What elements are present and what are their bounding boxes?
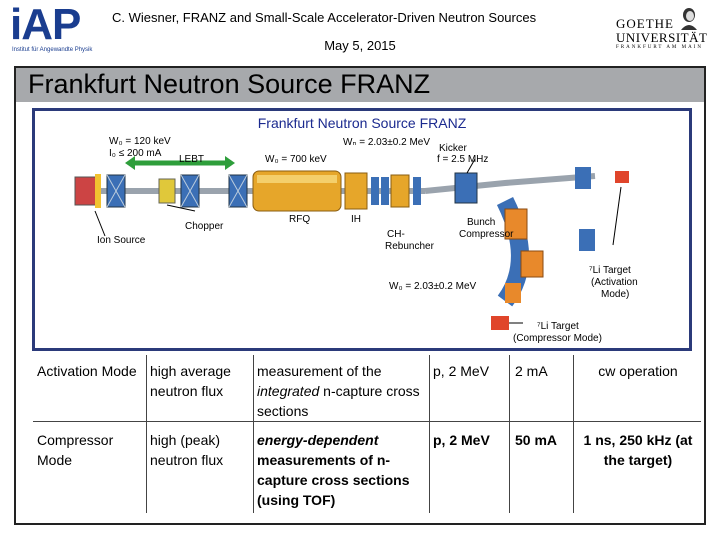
label-ch-rebuncher-2: Rebuncher — [385, 241, 434, 252]
quad-1 — [371, 177, 379, 205]
franz-diagram: Frankfurt Neutron Source FRANZ — [32, 108, 692, 351]
table-sep-3 — [429, 355, 430, 513]
pointer-kicker — [466, 158, 476, 174]
quad-3 — [413, 177, 421, 205]
label-li-target-comp-1: ⁷Li Target — [537, 321, 579, 332]
ch-rebuncher-tank — [390, 174, 410, 208]
ion-source-body — [74, 176, 98, 206]
label-bunch-compressor-1: Bunch — [467, 217, 496, 228]
beamline-illustration — [74, 156, 629, 330]
quad-2 — [381, 177, 389, 205]
label-li-target-act-1: ⁷Li Target — [589, 265, 631, 276]
table-sep-2 — [253, 355, 254, 513]
label-source-params-1: W₀ = 120 keV — [109, 136, 171, 147]
label-ion-source: Ion Source — [97, 235, 146, 246]
lebt-solenoid-1-cross — [106, 174, 126, 208]
goethe-logo-line3: FRANKFURT AM MAIN — [616, 45, 703, 50]
compressor-target — [491, 316, 509, 330]
goethe-logo-line2: UNIVERSITÄT — [616, 30, 708, 45]
chopper-block — [158, 178, 176, 204]
iap-logo-subtext: Institut für Angewandte Physik — [12, 47, 93, 53]
ih-tank — [344, 172, 368, 210]
lebt-arrow-right-head — [225, 156, 235, 170]
label-wb-700: W₀ = 700 keV — [265, 154, 327, 165]
label-frequency: f = 2.5 MHz — [437, 154, 489, 165]
cell-reaction: p, 2 MeV — [433, 432, 490, 448]
compressor-coil-1 — [579, 229, 595, 251]
cell-reaction: p, 2 MeV — [433, 363, 490, 379]
pointer-li-act — [612, 186, 622, 246]
beam-pipe — [75, 188, 425, 194]
cell-measurement-suffix: measurements of n-capture cross sections… — [257, 452, 410, 508]
cell-current: 2 mA — [515, 363, 548, 379]
cell-purpose: high (peak) neutron flux — [150, 432, 224, 468]
lebt-solenoid-3-cross — [228, 174, 248, 208]
pointer-ion-source — [94, 210, 106, 237]
goethe-logo-line1: GOETHE — [616, 16, 674, 31]
cell-measurement: energy-dependent measurements of n-captu… — [257, 430, 429, 510]
compressor-cavity-1 — [504, 208, 528, 240]
slide-title: Frankfurt Neutron Source FRANZ — [28, 69, 431, 99]
cell-mode: Activation Mode — [37, 363, 137, 379]
label-bunch-compressor-2: Compressor — [459, 229, 514, 240]
diagram-title: Frankfurt Neutron Source FRANZ — [257, 115, 467, 131]
cell-measurement-prefix: measurement of the — [257, 363, 382, 379]
cell-measurement: measurement of the integrated n-capture … — [257, 361, 429, 421]
label-ch-rebuncher-1: CH- — [387, 229, 405, 240]
iap-logo-letters: iAP — [10, 0, 81, 49]
bend-line-upper — [424, 173, 596, 194]
rfq-highlight — [257, 175, 337, 183]
goethe-university-logo: GOETHE UNIVERSITÄT FRANKFURT AM MAIN — [614, 6, 714, 56]
label-rfq: RFQ — [289, 214, 311, 225]
upper-quad — [575, 167, 591, 189]
label-source-params-2: I₀ ≤ 200 mA — [109, 148, 162, 159]
cell-operation: 1 ns, 250 kHz (at the target) — [583, 432, 693, 468]
header-title: C. Wiesner, FRANZ and Small-Scale Accele… — [112, 10, 537, 25]
table-row-divider — [33, 421, 701, 422]
cell-measurement-suffix: n-capture cross sections — [257, 383, 420, 419]
cell-current: 50 mA — [515, 432, 558, 448]
header-date: May 5, 2015 — [324, 38, 396, 53]
upper-target-act — [615, 171, 629, 183]
ion-source-flange — [95, 174, 101, 208]
slide-frame: Frankfurt Neutron Source FRANZ Frankfurt… — [14, 66, 706, 525]
label-lebt: LEBT — [179, 154, 205, 165]
label-wn-top: Wₙ = 2.03±0.2 MeV — [343, 137, 431, 148]
title-bar: Frankfurt Neutron Source FRANZ — [16, 68, 704, 102]
lebt-arrow-left-head — [125, 156, 135, 170]
table-sep-4 — [509, 355, 510, 513]
label-ih: IH — [351, 214, 361, 225]
goethe-portrait-icon — [681, 8, 697, 30]
cell-operation: cw operation — [598, 363, 678, 379]
cell-measurement-italic: energy-dependent — [257, 432, 379, 448]
label-li-target-act-3: Mode) — [601, 289, 630, 300]
label-li-target-act-2: (Activation — [591, 277, 638, 288]
iap-logo: iAP Institut für Angewandte Physik — [10, 3, 110, 55]
slide-header: iAP Institut für Angewandte Physik C. Wi… — [0, 0, 720, 60]
table-sep-1 — [146, 355, 147, 513]
kicker-magnet — [454, 172, 478, 204]
compressor-coil-2 — [505, 283, 521, 303]
label-li-target-comp-2: (Compressor Mode) — [513, 333, 602, 344]
cell-purpose: high average neutron flux — [150, 363, 231, 399]
table-sep-5 — [573, 355, 574, 513]
compressor-cavity-2 — [520, 250, 544, 278]
label-wb-bottom: W₀ = 2.03±0.2 MeV — [389, 281, 477, 292]
cell-measurement-italic: integrated — [257, 383, 320, 399]
pointer-chopper — [166, 204, 196, 212]
lebt-solenoid-2-cross — [180, 174, 200, 208]
label-kicker: Kicker — [439, 143, 467, 154]
cell-mode: Compressor Mode — [37, 432, 114, 468]
label-chopper: Chopper — [185, 221, 224, 232]
